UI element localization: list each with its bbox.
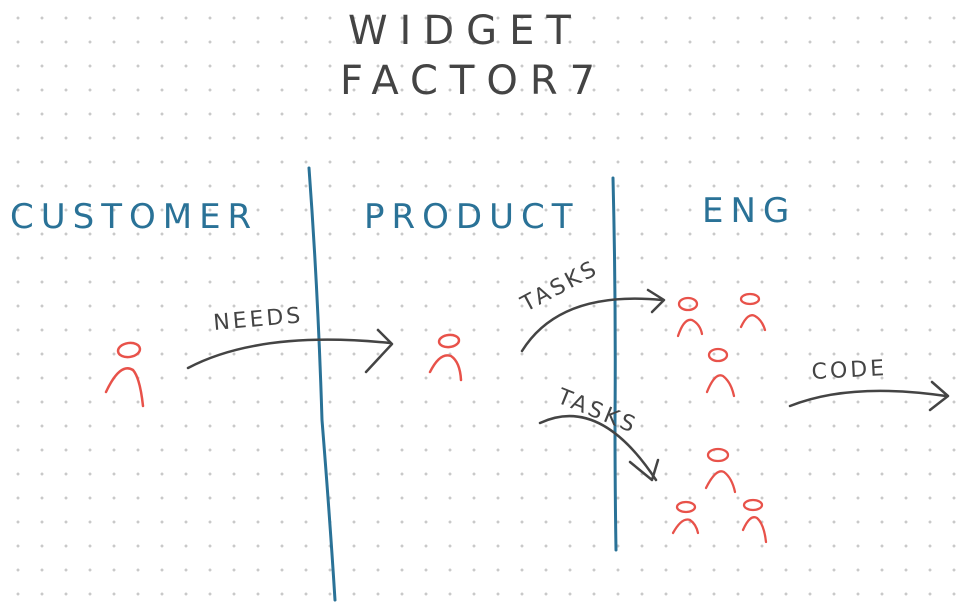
- needs-label: NEEDS: [212, 303, 304, 336]
- eng-person-icon: [676, 296, 704, 338]
- tasks-top-label: TASKS: [516, 256, 603, 318]
- title-line-2: FACTOR7: [340, 58, 607, 104]
- lane-divider-customer-product: [307, 166, 337, 602]
- lane-label-customer: CUSTOMER: [10, 197, 258, 237]
- product-person-icon: [428, 333, 463, 382]
- eng-person-icon: [671, 500, 700, 535]
- eng-person-icon: [741, 498, 768, 544]
- eng-person-icon: [739, 292, 767, 332]
- eng-person-icon: [705, 347, 736, 398]
- code-arrow: [788, 380, 950, 412]
- lane-label-eng: ENG: [702, 191, 796, 231]
- tasks-arrow-bottom: [538, 414, 660, 482]
- title-line-1: WIDGET: [348, 8, 583, 54]
- tasks-bottom-label: TASKS: [553, 384, 641, 439]
- code-label: CODE: [811, 356, 888, 385]
- needs-arrow: [186, 328, 394, 374]
- customer-person-icon: [104, 341, 145, 408]
- lane-label-product: PRODUCT: [364, 197, 579, 237]
- tasks-arrow-top: [520, 288, 666, 353]
- lane-divider-product-eng: [611, 176, 618, 552]
- eng-person-icon: [704, 447, 737, 494]
